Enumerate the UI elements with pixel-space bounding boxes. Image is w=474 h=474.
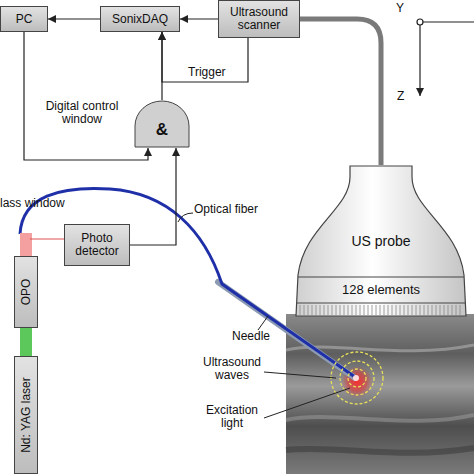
node-text: PC: [16, 13, 33, 26]
y-axis: [423, 21, 474, 22]
needle-label: Needle: [232, 330, 282, 343]
connector: [162, 32, 248, 82]
laser-box: Nd: YAG laser: [14, 356, 38, 474]
connector-line: [30, 238, 64, 239]
and-gate: &: [134, 100, 190, 148]
node-text: Ultrasound scanner: [219, 6, 299, 32]
us-probe: US probe 128 elements: [290, 165, 472, 318]
daq-box: SonixDAQ: [100, 6, 180, 32]
edge-label: Trigger: [188, 66, 248, 79]
and-gate-shape: [135, 101, 189, 147]
ultrasound-wave: [348, 369, 366, 387]
probe-band-line: [297, 277, 465, 303]
connector-line: [162, 32, 248, 82]
window-label: lass window: [0, 197, 80, 210]
connector: [130, 148, 176, 245]
node-text: 128 elements: [304, 282, 458, 297]
leader-line: [178, 213, 193, 222]
connector-line: [300, 19, 381, 165]
node-text: Photo detector: [65, 232, 129, 258]
scanner-box: Ultrasound scanner: [218, 0, 300, 38]
leader-line: [258, 316, 268, 330]
connector-line: [161, 32, 162, 100]
connector-line: [48, 18, 100, 19]
edge-label: Digital control window: [30, 100, 134, 126]
connector: [26, 233, 64, 256]
node-text: US probe: [290, 233, 472, 249]
connector-line: [20, 328, 32, 356]
fiber-label: Optical fiber: [194, 203, 274, 216]
connector: [300, 19, 381, 165]
computer-box: PC: [0, 6, 48, 32]
connector: [26, 328, 27, 356]
node-text: OPO: [20, 279, 33, 306]
photodetector-box: Photo detector: [64, 224, 130, 266]
needle-tip: [353, 375, 359, 381]
axis-label: Z: [397, 90, 411, 103]
tissue-layer: [286, 415, 474, 421]
connector: [24, 32, 148, 160]
element-band: 128 elements: [304, 279, 458, 301]
connector: [162, 32, 163, 100]
ultrasound-image: [286, 314, 474, 474]
leader-line: [264, 372, 336, 378]
waves-label: Ultrasound waves: [200, 356, 264, 382]
connector-line: [130, 148, 176, 245]
axis-origin: [417, 19, 423, 25]
opo-box: OPO: [14, 256, 38, 328]
node-text: &: [134, 120, 190, 140]
leader-line: [264, 388, 350, 418]
ultrasound-wave: [331, 352, 383, 404]
connector-line: [20, 233, 32, 256]
connector-line: [24, 32, 148, 160]
tissue-layer: [286, 448, 474, 453]
node-text: Nd: YAG laser: [20, 377, 33, 453]
transducer-elements: [300, 305, 460, 315]
connector-line: [180, 18, 218, 19]
axis-label: Y: [396, 2, 410, 15]
connector: [48, 19, 100, 20]
z-axis: [419, 25, 420, 96]
light-label: Excitation light: [200, 404, 264, 430]
node-text: SonixDAQ: [112, 13, 168, 26]
connector: [180, 19, 218, 20]
